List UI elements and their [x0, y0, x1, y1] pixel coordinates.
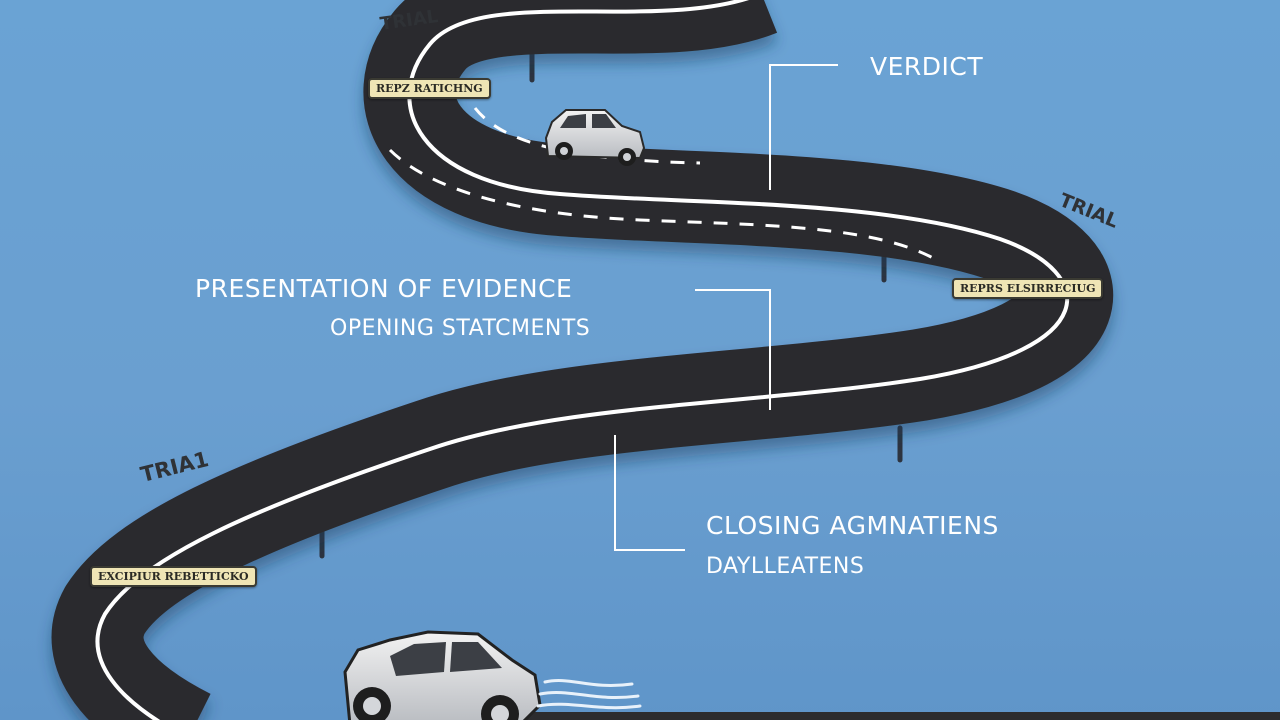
winding-road [51, 0, 1113, 720]
verdict-connector [769, 64, 838, 190]
presentation-of-evidence-label: PRESENTATION OF EVIDENCE [195, 274, 573, 303]
connector-lines [614, 64, 838, 551]
sign-top: REPZ RATICHNG [368, 78, 491, 99]
speed-lines [536, 678, 642, 710]
closing-connector [614, 435, 685, 551]
car-small [544, 109, 646, 166]
road-center-dashes [388, 107, 941, 264]
closing-arguments-label: CLOSING AGMNATIENS [706, 511, 999, 540]
car-large [343, 630, 542, 720]
sign-left: EXCIPIUR REBETTICKO [90, 566, 257, 587]
opening-statements-label: OPENING STATCMENTS [330, 316, 591, 341]
verdict-label: VERDICT [870, 52, 984, 81]
deliberations-label: DAYLLEATENS [706, 554, 865, 579]
sign-right: REPRS ELSIRRECIUG [952, 278, 1104, 299]
evidence-connector [695, 289, 771, 410]
ground-strip [520, 712, 1280, 720]
